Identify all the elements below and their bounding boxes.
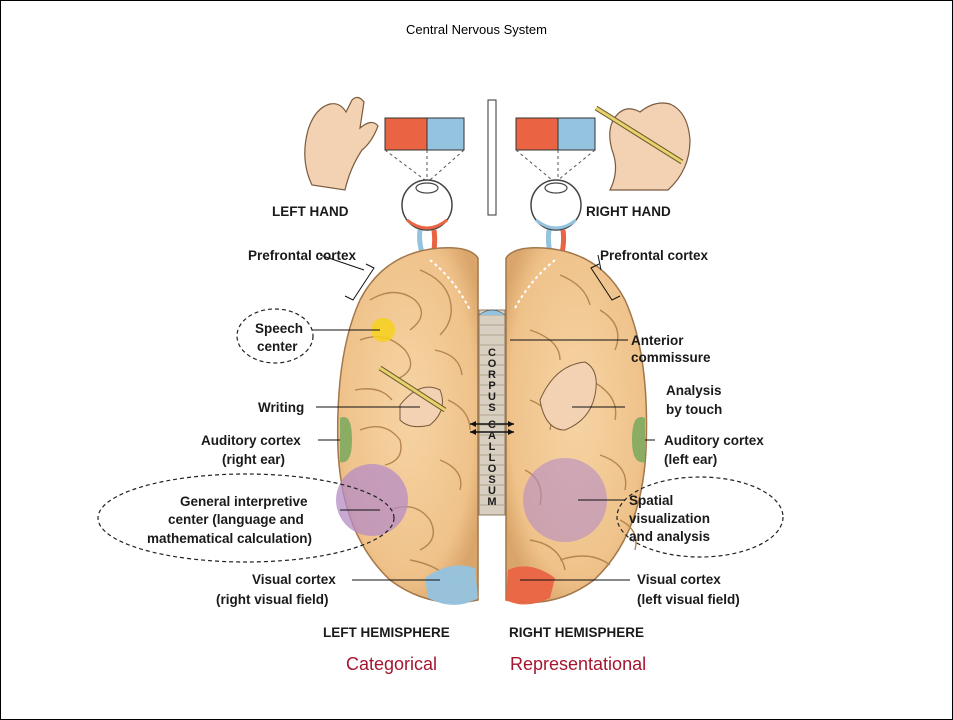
corpus-callosum-letter: S <box>488 402 495 414</box>
left-auditory-label-line1: Auditory cortex <box>201 433 301 448</box>
speech-label-line2: center <box>257 339 298 354</box>
left-hemisphere <box>336 248 478 605</box>
right-auditory-label-line1: Auditory cortex <box>664 433 764 448</box>
general-interpretive-line2: center (language and <box>168 512 304 527</box>
analysis-label-line2: by touch <box>666 402 722 417</box>
representational-caption: Representational <box>510 654 646 674</box>
categorical-caption: Categorical <box>346 654 437 674</box>
right-auditory-label-line2: (left ear) <box>664 452 717 467</box>
left-hemisphere-label: LEFT HEMISPHERE <box>323 625 450 640</box>
left-visual-object <box>385 118 464 185</box>
spatial-label-line1: Spatial <box>629 493 673 508</box>
left-hand-illustration <box>305 97 378 190</box>
left-visual-label-line1: Visual cortex <box>252 572 336 587</box>
spatial-label-line2: visualization <box>629 511 710 526</box>
right-hand-label: RIGHT HAND <box>586 204 671 219</box>
anterior-label-line1: Anterior <box>631 333 684 348</box>
divider-screen <box>488 100 496 215</box>
general-interpretive-line3: mathematical calculation) <box>147 531 312 546</box>
right-hemisphere <box>506 248 647 605</box>
corpus-callosum-letter: M <box>487 496 496 508</box>
right-hemisphere-label: RIGHT HEMISPHERE <box>509 625 644 640</box>
right-visual-object <box>516 118 595 185</box>
anterior-label-line2: commissure <box>631 350 711 365</box>
writing-label: Writing <box>258 400 304 415</box>
general-interpretive-line1: General interpretive <box>180 494 308 509</box>
analysis-label-line1: Analysis <box>666 383 722 398</box>
spatial-label-line3: and analysis <box>629 529 710 544</box>
left-prefrontal-label: Prefrontal cortex <box>248 248 357 263</box>
left-auditory-label-line2: (right ear) <box>222 452 285 467</box>
left-hand-label: LEFT HAND <box>272 204 349 219</box>
speech-label-line1: Speech <box>255 321 303 336</box>
speech-center-highlight <box>237 309 313 363</box>
right-visual-label-line2: (left visual field) <box>637 592 740 607</box>
right-hand-illustration <box>596 103 690 190</box>
right-visual-label-line1: Visual cortex <box>637 572 721 587</box>
right-prefrontal-label: Prefrontal cortex <box>600 248 709 263</box>
left-visual-label-line2: (right visual field) <box>216 592 329 607</box>
